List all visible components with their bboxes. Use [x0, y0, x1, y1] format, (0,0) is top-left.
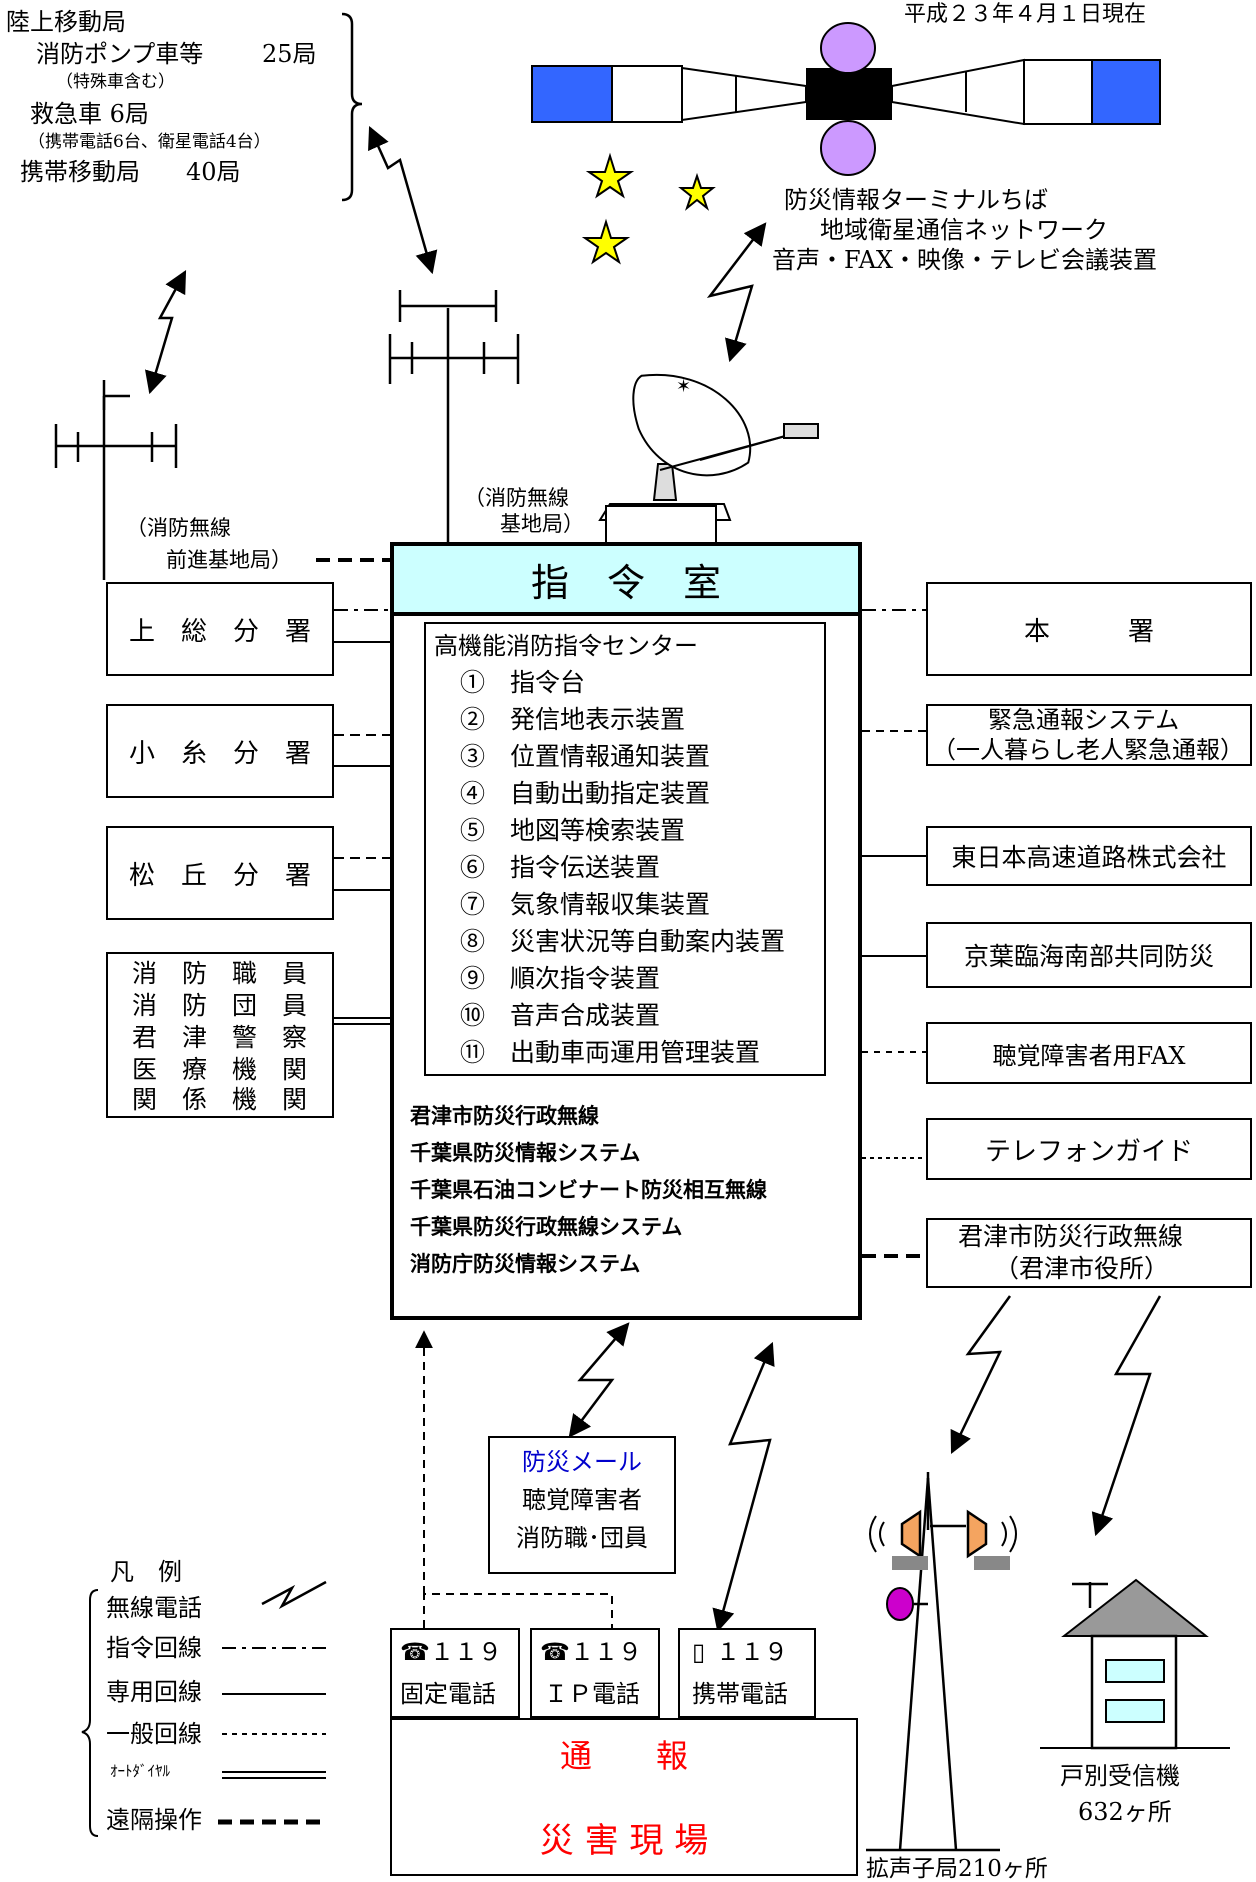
- center-item: ③ 位置情報通知装置: [460, 742, 711, 771]
- center-item: ② 発信地表示装置: [460, 705, 686, 734]
- contacts-box: 消 防 職 員 消 防 団 員 君 津 警 察 医 療 機 関 関 係 機 関: [106, 952, 334, 1118]
- satellite-line3: 音声・FAX・映像・テレビ会議装置: [772, 246, 1157, 274]
- center-item: ④ 自動出動指定装置: [460, 779, 711, 808]
- legend-autodial: ｵｰﾄﾀﾞｲﾔﾙ: [110, 1762, 171, 1780]
- dispatch-center-title: 高機能消防指令センター: [434, 632, 698, 660]
- report-label: 通 報: [559, 1737, 688, 1775]
- wireless-links: [144, 125, 1162, 1633]
- legend-graphics: [81, 1580, 327, 1837]
- forward-base-antenna-icon: [54, 380, 178, 580]
- speaker-station-label: 拡声子局210ヶ所: [866, 1856, 1048, 1882]
- kazusa-branch-box: 上 総 分 署: [106, 582, 334, 676]
- koito-branch-box: 小 糸 分 署: [106, 704, 334, 798]
- system-item: 君津市防災行政無線: [410, 1104, 599, 1128]
- legend-dedicated: 専用回線: [106, 1678, 202, 1706]
- star-icons: [581, 152, 716, 265]
- disaster-scene-box: 通 報 災 害 現 場: [390, 1718, 858, 1876]
- svg-text:✶: ✶: [676, 376, 691, 397]
- nexco-box: 東日本高速道路株式会社: [926, 826, 1252, 886]
- disaster-mail-box: 防災メール 聴覚障害者 消防職･団員: [488, 1436, 676, 1574]
- center-item: ⑨ 順次指令装置: [460, 964, 661, 993]
- fixed-phone-label: 固定電話: [400, 1680, 496, 1708]
- system-item: 消防庁防災情報システム: [410, 1252, 641, 1276]
- center-item: ⑤ 地図等検索装置: [460, 816, 686, 845]
- disaster-mail-line2: 聴覚障害者: [522, 1486, 642, 1514]
- command-room-title: 指 令 室: [394, 546, 858, 616]
- portable-label: 携帯移動局: [20, 158, 140, 186]
- connection-lines: [316, 558, 926, 1628]
- center-item: ① 指令台: [460, 668, 586, 697]
- city-radio-line2: （君津市役所）: [994, 1254, 1170, 1283]
- center-item: ⑦ 気象情報収集装置: [460, 890, 711, 919]
- pump-label: 消防ポンプ車等: [36, 40, 204, 68]
- system-item: 千葉県防災情報システム: [410, 1141, 641, 1165]
- disaster-mail-line3: 消防職･団員: [516, 1524, 648, 1552]
- speaker-tower-icon: [866, 1472, 1017, 1852]
- center-item: ⑩ 音声合成装置: [460, 1001, 661, 1030]
- dispatch-center-panel: 高機能消防指令センター ① 指令台 ② 発信地表示装置 ③ 位置情報通知装置 ④…: [424, 622, 826, 1076]
- center-item: ⑥ 指令伝送装置: [460, 853, 661, 882]
- house-receiver-icon: [1040, 1578, 1230, 1750]
- phone-icon: ☎: [400, 1638, 430, 1666]
- mobile-phone-icon: ▯: [692, 1638, 706, 1666]
- honsho-box: 本 署: [926, 582, 1252, 676]
- base-station-antenna-icon: [388, 290, 520, 546]
- legend-general: 一般回線: [106, 1720, 202, 1748]
- fax-box: 聴覚障害者用FAX: [926, 1022, 1252, 1084]
- command-center: 指 令 室 高機能消防指令センター ① 指令台 ② 発信地表示装置 ③ 位置情報…: [390, 542, 862, 1320]
- forward-base-label-line2: 前進基地局）: [166, 548, 292, 572]
- emergency-call-line1: 緊急通報システム: [988, 706, 1180, 734]
- portable-count: 40局: [186, 158, 241, 186]
- center-item: ⑪ 出動車両運用管理装置: [460, 1038, 761, 1067]
- receiver-label-line2: 632ヶ所: [1078, 1798, 1172, 1826]
- system-item: 千葉県石油コンビナート防災相互無線: [410, 1178, 767, 1202]
- legend-remote: 遠隔操作: [106, 1806, 202, 1834]
- city-radio-box: 君津市防災行政無線 （君津市役所）: [926, 1218, 1252, 1288]
- legend-wireless: 無線電話: [106, 1594, 202, 1622]
- system-item: 千葉県防災行政無線システム: [410, 1215, 683, 1239]
- ip-phone-label: ＩＰ電話: [544, 1680, 640, 1708]
- fixed-phone-box: ☎ １１９ 固定電話: [390, 1628, 520, 1718]
- disaster-mail-title: 防災メール: [522, 1448, 642, 1476]
- emergency-call-line2: （一人暮らし老人緊急通報）: [932, 736, 1244, 764]
- legend-title: 凡 例: [110, 1558, 182, 1586]
- satellite-dish-icon: ✶: [598, 373, 819, 557]
- contact-item: 消 防 団 員: [132, 991, 308, 1020]
- keiyo-box: 京葉臨海南部共同防災: [926, 922, 1252, 988]
- receiver-label-line1: 戸別受信機: [1060, 1762, 1180, 1790]
- fixed-phone-number: １１９: [430, 1638, 502, 1666]
- emergency-call-box: 緊急通報システム （一人暮らし老人緊急通報）: [926, 704, 1252, 766]
- contact-item: 関 係 機 関: [132, 1085, 308, 1114]
- pump-count: 25局: [262, 40, 317, 68]
- land-mobile-title: 陸上移動局: [6, 8, 126, 36]
- matsuoka-branch-box: 松 丘 分 署: [106, 826, 334, 920]
- contact-item: 君 津 警 察: [132, 1023, 308, 1052]
- forward-base-label-line1: （消防無線: [126, 516, 231, 540]
- contact-item: 医 療 機 関: [132, 1055, 308, 1084]
- ambulance-label: 救急車 6局: [30, 100, 149, 128]
- header-date: 平成２３年４月１日現在: [904, 2, 1147, 27]
- satellite-line2: 地域衛星通信ネットワーク: [820, 216, 1108, 244]
- mobile-phone-number: １１９: [716, 1638, 788, 1666]
- phone-icon: ☎: [540, 1638, 570, 1666]
- telephone-guide-box: テレフォンガイド: [926, 1118, 1252, 1180]
- base-station-label-line1: （消防無線: [464, 486, 569, 510]
- contact-item: 消 防 職 員: [132, 959, 308, 988]
- mobile-phone-box: ▯ １１９ 携帯電話: [678, 1628, 816, 1718]
- ip-phone-number: １１９: [570, 1638, 642, 1666]
- center-item: ⑧ 災害状況等自動案内装置: [460, 927, 786, 956]
- mobile-phone-label: 携帯電話: [692, 1680, 788, 1708]
- city-radio-line1: 君津市防災行政無線: [958, 1222, 1184, 1251]
- ip-phone-box: ☎ １１９ ＩＰ電話: [530, 1628, 660, 1718]
- base-station-label-line2: 基地局）: [500, 512, 584, 536]
- satellite-icon: [531, 22, 1161, 176]
- land-mobile-bracket: [341, 12, 363, 202]
- legend-command: 指令回線: [106, 1634, 202, 1662]
- ambulance-note: （携帯電話6台、衛星電話4台）: [28, 132, 271, 152]
- satellite-line1: 防災情報ターミナルちば: [784, 186, 1048, 214]
- pump-note: （特殊車含む）: [56, 72, 175, 92]
- disaster-site-label: 災 害 現 場: [539, 1821, 709, 1861]
